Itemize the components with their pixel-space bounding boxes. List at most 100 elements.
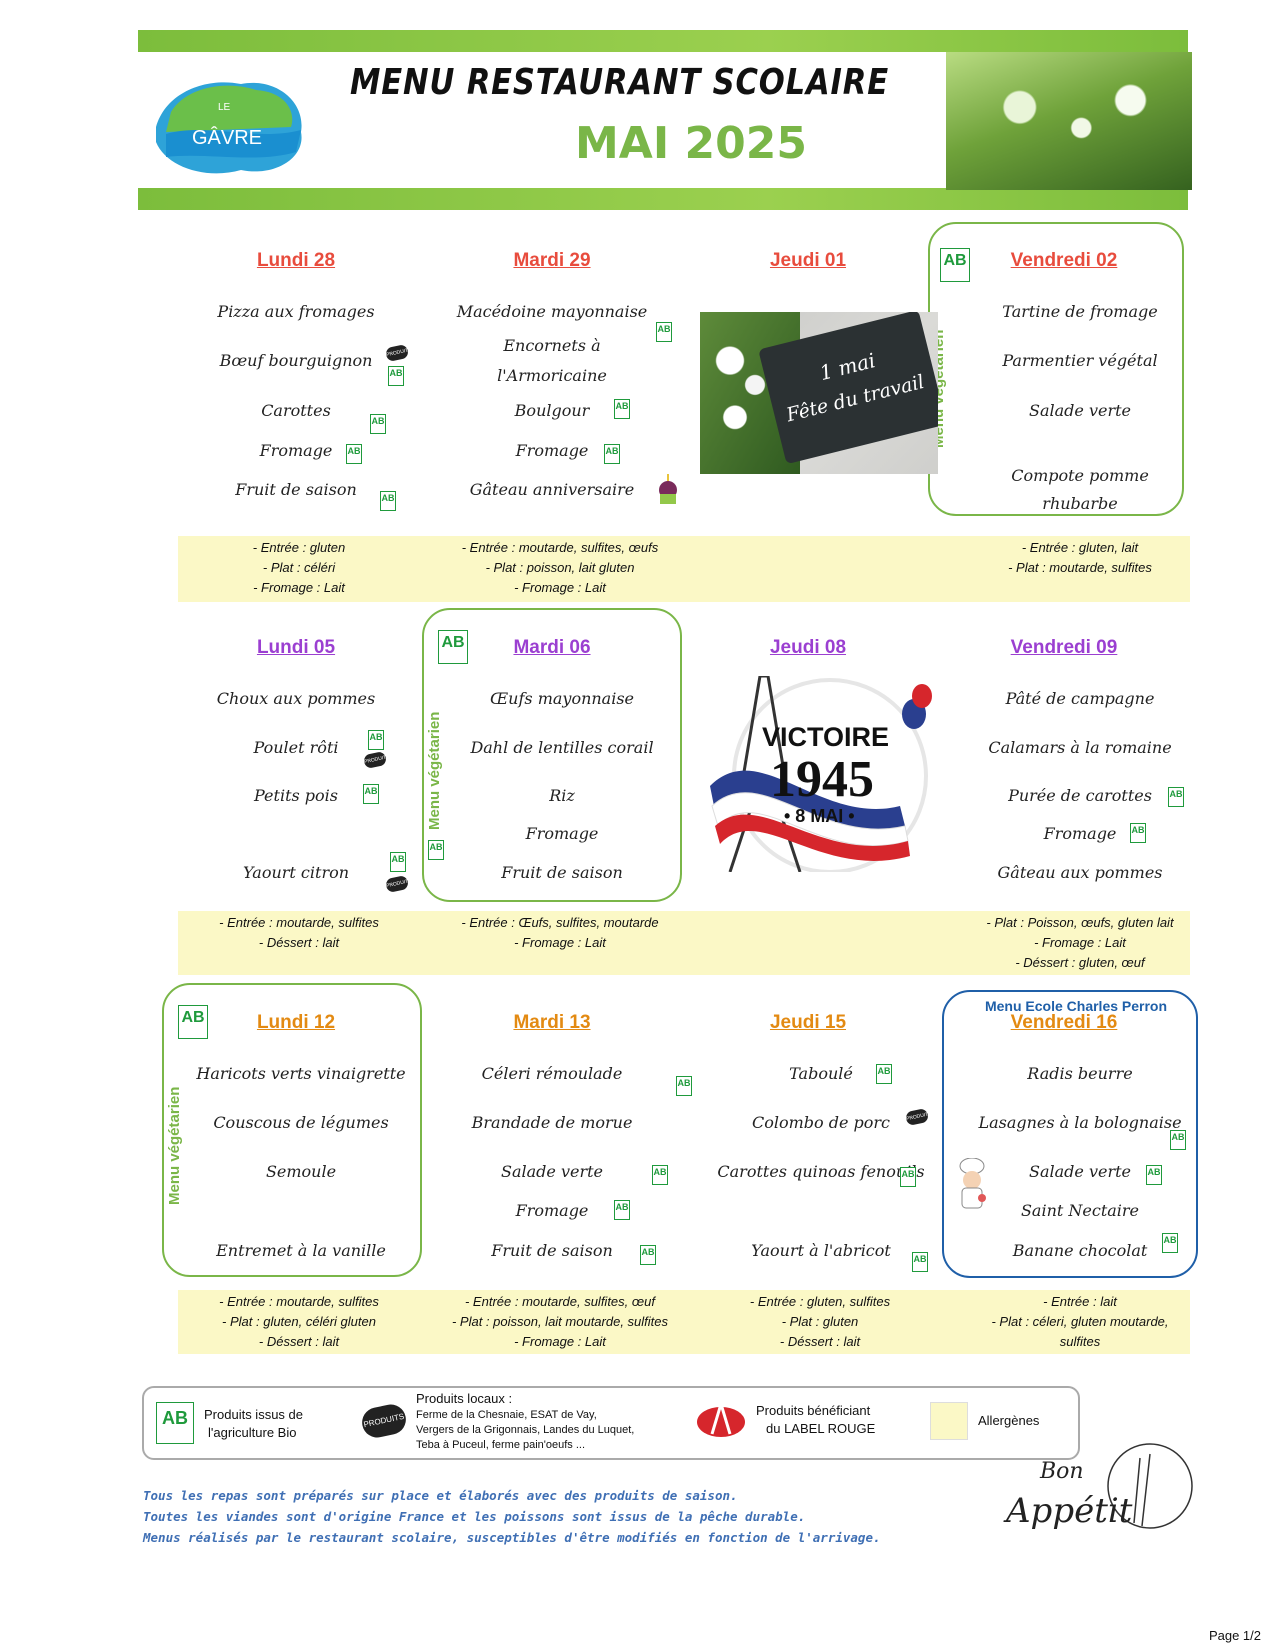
page-number: Page 1/2: [1208, 1628, 1261, 1643]
legend-local-line3: Teba à Puceul, ferme pain'oeufs ...: [416, 1439, 586, 1451]
dish: Gâteau aux pommes: [997, 863, 1163, 882]
allergen-text: sulfites: [1059, 1334, 1101, 1349]
label-rouge-icon: [697, 1400, 745, 1437]
fete-du-travail-image: 1 mai Fête du travail: [700, 312, 938, 474]
dish: Fruit de saison: [501, 863, 623, 882]
allergen-text: - Plat : poisson, lait moutarde, sulfite…: [451, 1314, 669, 1329]
dish: Salade verte: [500, 1162, 603, 1181]
dish: Macédoine mayonnaise: [456, 302, 648, 321]
dish: Carottes: [261, 401, 331, 420]
victoire-text: VICTOIRE: [762, 722, 889, 752]
legend-label-line2: du LABEL ROUGE: [766, 1421, 876, 1436]
dish: l'Armoricaine: [497, 366, 607, 385]
legend-local-line1: Ferme de la Chesnaie, ESAT de Vay,: [416, 1409, 597, 1421]
day-lundi-05: Lundi 05: [256, 637, 336, 658]
ab-icon: AB: [912, 1252, 928, 1272]
ab-icon: AB: [388, 366, 404, 386]
logo-name-text: GÂVRE: [192, 126, 262, 149]
ab-icon: AB: [1162, 1233, 1178, 1253]
victoire-1945-image: VICTOIRE 1945 • 8 MAI •: [710, 676, 932, 872]
dish: Brandade de morue: [471, 1113, 633, 1132]
day-vendredi-09: Vendredi 09: [1010, 637, 1118, 658]
allergen-text: - Fromage : Lait: [253, 580, 345, 595]
dish: Gâteau anniversaire: [469, 480, 635, 499]
bon-text: Bon: [1039, 1459, 1084, 1484]
allergen-text: - Entrée : lait: [1043, 1294, 1117, 1309]
allergen-text: - Entrée : moutarde, sulfites, œufs: [461, 540, 659, 555]
vegetarian-box-mardi-06: [422, 608, 682, 902]
legend-box: AB Produits issus de l'agriculture Bio P…: [142, 1386, 1080, 1460]
ab-icon: AB: [1168, 787, 1184, 807]
allergen-text: - Plat : moutarde, sulfites: [1008, 560, 1152, 575]
allergen-text: - Entrée : Œufs, sulfites, moutarde: [461, 915, 659, 930]
dish: Purée de carottes: [1008, 786, 1152, 805]
dish: Couscous de légumes: [213, 1113, 389, 1132]
allergen-text: - Déssert : lait: [258, 935, 340, 950]
ab-icon: AB: [370, 414, 386, 434]
day-mardi-06: Mardi 06: [513, 637, 591, 658]
legend-local-line2: Vergers de la Grigonnais, Landes du Luqu…: [416, 1424, 635, 1436]
legend-bio-line2: l'agriculture Bio: [208, 1425, 297, 1440]
allergen-text: - Entrée : moutarde, sulfites: [219, 915, 379, 930]
vegetarian-box-lundi-12: [162, 983, 422, 1277]
ab-icon: AB: [428, 840, 444, 860]
dish: Entremet à la vanille: [216, 1241, 386, 1260]
special-menu-label: Menu Ecole Charles Perron: [984, 998, 1168, 1014]
footer-line-2: Toutes les viandes sont d'origine France…: [143, 1509, 806, 1524]
allergens-swatch: [930, 1402, 968, 1440]
ab-icon: AB: [1130, 823, 1146, 843]
allergen-text: - Entrée : moutarde, sulfites: [219, 1294, 379, 1309]
dish: Pâté de campagne: [1005, 689, 1155, 708]
dish: Yaourt citron: [242, 863, 350, 882]
ab-icon: AB: [363, 784, 379, 804]
ab-icon: AB: [614, 399, 630, 419]
logo-le-text: LE: [218, 102, 231, 113]
dish: Fromage: [515, 1201, 589, 1220]
allergen-strip-week1: [178, 536, 1190, 602]
chef-icon: [959, 1158, 986, 1209]
dish: Fromage: [1043, 824, 1117, 843]
day-lundi-12: Lundi 12: [256, 1012, 336, 1033]
dish: Dahl de lentilles corail: [470, 738, 654, 757]
dish: Fromage: [515, 441, 589, 460]
lily-of-the-valley-photo: [946, 52, 1192, 190]
dish: Choux aux pommes: [216, 689, 376, 708]
le-gavre-logo: LE GÂVRE: [156, 82, 302, 174]
ab-icon: AB: [604, 444, 620, 464]
allergen-text: - Déssert : lait: [258, 1334, 340, 1349]
dish: Carottes quinoas fenouils: [717, 1162, 925, 1181]
ab-icon: AB: [676, 1076, 692, 1096]
ab-icon: AB: [652, 1165, 668, 1185]
day-lundi-28: Lundi 28: [256, 250, 336, 271]
dish: Bœuf bourguignon: [219, 351, 373, 370]
dish: Taboulé: [789, 1064, 853, 1083]
allergen-text: - Plat : céleri, gluten moutarde,: [991, 1314, 1169, 1329]
allergen-text: - Plat : gluten: [781, 1314, 859, 1329]
dish: Œufs mayonnaise: [489, 689, 635, 708]
legend-local-title: Produits locaux :: [416, 1391, 513, 1406]
dish: Petits pois: [254, 786, 338, 805]
ab-icon: AB: [368, 730, 384, 750]
allergen-text: - Entrée : gluten, sulfites: [749, 1294, 891, 1309]
dish: Fromage: [525, 824, 599, 843]
legend-bio-line1: Produits issus de: [204, 1407, 303, 1422]
footer-line-3: Menus réalisés par le restaurant scolair…: [143, 1530, 881, 1545]
dish: Fromage: [259, 441, 333, 460]
allergen-text: - Fromage : Lait: [1034, 935, 1126, 950]
special-menu-box-vendredi-16: [942, 990, 1198, 1278]
header-bottom-bar: [138, 188, 1188, 210]
dish: Colombo de porc: [751, 1113, 891, 1132]
ab-icon: AB: [640, 1245, 656, 1265]
dish: Tartine de fromage: [1002, 302, 1158, 321]
allergen-text: - Déssert : lait: [779, 1334, 861, 1349]
allergen-text: - Plat : gluten, céléri gluten: [222, 1314, 376, 1329]
ab-logo: AB: [178, 1005, 208, 1039]
dish: Céleri rémoulade: [481, 1064, 623, 1083]
legend-allergens: Allergènes: [978, 1413, 1040, 1428]
day-jeudi-08: Jeudi 08: [769, 637, 847, 658]
day-mardi-13: Mardi 13: [513, 1012, 591, 1033]
dish: Saint Nectaire: [1020, 1201, 1140, 1220]
dish: Parmentier végétal: [1002, 351, 1158, 370]
dish: Banane chocolat: [1012, 1241, 1148, 1260]
dish: Boulgour: [514, 401, 590, 420]
